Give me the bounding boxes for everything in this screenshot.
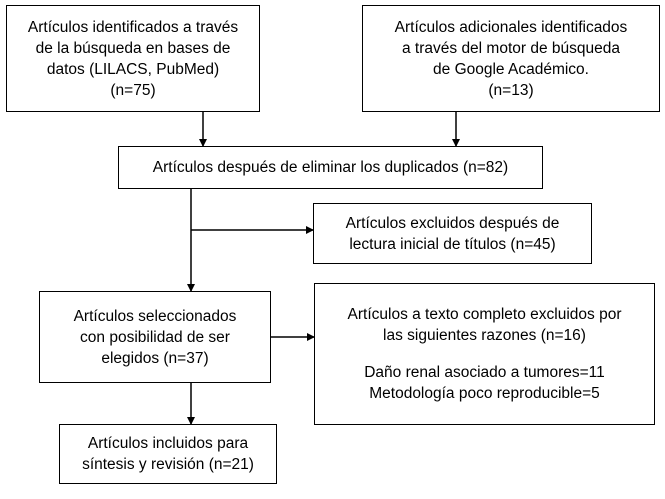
- box-excluded-titles: Artículos excluidos después de lectura i…: [313, 203, 592, 264]
- box-google-scholar-search: Artículos adicionales identificados a tr…: [362, 5, 660, 112]
- box-selected-line-2: con posibilidad de ser: [80, 328, 230, 346]
- box-fulltext-excluded-line-2: las siguientes razones (n=16): [383, 327, 586, 344]
- box-selected-line-3: elegidos (n=37): [101, 349, 209, 367]
- box-excluded-titles-line-1: Artículos excluidos después de: [345, 214, 560, 232]
- box-excluded-titles-line-2: lectura inicial de títulos (n=45): [349, 235, 556, 253]
- box-database-search-count: (n=75): [110, 81, 156, 99]
- box-selected: Artículos seleccionados con posibilidad …: [39, 291, 271, 383]
- box-included-line-2: síntesis y revisión (n=21): [82, 456, 254, 473]
- box-google-scholar-line-3: de Google Académico.: [433, 60, 589, 78]
- box-fulltext-excluded-line-1: Artículos a texto completo excluidos por: [347, 306, 622, 323]
- box-database-search-line-2: de la búsqueda en bases de: [35, 39, 231, 57]
- box-fulltext-excluded: Artículos a texto completo excluidos por…: [314, 283, 655, 425]
- box-after-duplicates: Artículos después de eliminar los duplic…: [118, 146, 543, 189]
- box-google-scholar-line-2: a través del motor de búsqueda: [402, 39, 620, 57]
- box-included: Artículos incluidos para síntesis y revi…: [59, 424, 277, 484]
- box-included-line-1: Artículos incluidos para: [87, 435, 249, 452]
- box-database-search-line-1: Artículos identificados a través: [27, 18, 239, 36]
- box-database-search: Artículos identificados a través de la b…: [6, 5, 260, 112]
- exclusion-reason-methodology: Metodología poco reproducible=5: [369, 385, 600, 402]
- box-selected-line-1: Artículos seleccionados: [73, 307, 237, 325]
- exclusion-reason-tumors: Daño renal asociado a tumores=11: [364, 364, 605, 381]
- box-google-scholar-count: (n=13): [488, 81, 534, 99]
- box-after-duplicates-text: Artículos después de eliminar los duplic…: [152, 159, 509, 176]
- box-google-scholar-line-1: Artículos adicionales identificados: [394, 18, 628, 36]
- box-database-search-line-3: datos (LILACS, PubMed): [46, 60, 220, 78]
